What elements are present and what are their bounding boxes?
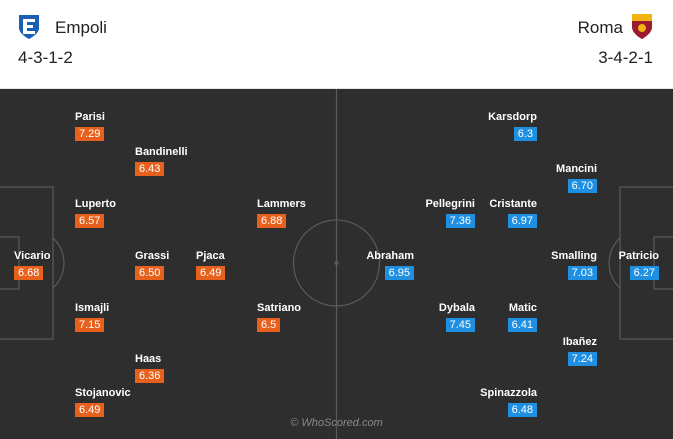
player-name: Vicario [14,250,51,262]
player-name: Patricio [618,250,659,262]
home-player[interactable]: Stojanovic 6.49 [75,386,145,420]
player-name: Spinazzola [480,387,537,399]
away-player[interactable]: Dybala 7.45 [415,301,475,335]
player-rating: 6.68 [14,266,44,280]
player-rating: 6.88 [257,214,287,228]
roma-crest-icon [632,14,652,39]
away-player[interactable]: Matic 6.41 [477,301,537,335]
match-header: Empoli 4-3-1-2 Roma 3-4-2-1 [0,0,673,89]
home-player[interactable]: Grassi 6.50 [135,249,195,283]
player-name: Haas [135,353,162,365]
player-name: Grassi [135,250,170,262]
player-name: Pellegrini [425,198,475,210]
player-rating: 6.97 [507,214,537,228]
player-rating: 7.24 [567,352,597,366]
player-rating: 6.48 [507,403,537,417]
player-name: Mancini [556,163,597,175]
player-rating: 6.70 [567,179,597,193]
player-name: Dybala [438,302,475,314]
home-player[interactable]: Haas 6.36 [135,352,195,386]
player-rating: 6.57 [75,214,105,228]
home-player[interactable]: Lammers 6.88 [257,197,317,231]
player-rating: 7.29 [75,127,105,141]
away-player[interactable]: Cristante 6.97 [477,197,537,231]
player-name: Stojanovic [75,387,131,399]
player-rating: 6.49 [196,266,226,280]
away-player[interactable]: Smalling 7.03 [537,249,597,283]
home-team-name[interactable]: Empoli [55,18,107,37]
home-player[interactable]: Luperto 6.57 [75,197,135,231]
player-rating: 6.95 [384,266,414,280]
away-player[interactable]: Ibañez 7.24 [537,335,597,369]
player-rating: 7.03 [567,266,597,280]
player-name: Pjaca [196,250,225,262]
player-rating: 6.50 [135,266,165,280]
away-player[interactable]: Abraham 6.95 [354,249,414,283]
player-rating: 6.43 [135,162,165,176]
player-name: Smalling [551,250,597,262]
player-name: Lammers [257,198,306,210]
away-player[interactable]: Karsdorp 6.3 [477,110,537,144]
away-formation: 3-4-2-1 [598,48,653,67]
player-rating: 6.41 [507,318,537,332]
player-name: Ibañez [562,336,597,348]
away-player[interactable]: Pellegrini 7.36 [415,197,475,231]
player-name: Ismajli [75,302,110,314]
player-name: Matic [508,302,537,314]
player-name: Karsdorp [488,111,537,123]
empoli-crest-icon [19,15,39,39]
away-team-name[interactable]: Roma [577,18,623,37]
player-rating: 6.27 [629,266,659,280]
player-rating: 7.45 [445,318,475,332]
away-player[interactable]: Mancini 6.70 [537,162,597,196]
home-player[interactable]: Vicario 6.68 [14,249,74,283]
home-player[interactable]: Pjaca 6.49 [196,249,256,283]
pitch: Vicario 6.68 Parisi 7.29 Luperto 6.57 Is… [0,89,673,439]
player-rating: 6.3 [513,127,537,141]
home-player[interactable]: Ismajli 7.15 [75,301,135,335]
player-name: Abraham [366,250,414,262]
away-player[interactable]: Spinazzola 6.48 [467,386,537,420]
player-rating: 7.36 [445,214,475,228]
player-rating: 6.49 [75,403,105,417]
player-name: Cristante [489,198,537,210]
player-name: Parisi [75,111,105,123]
home-player[interactable]: Parisi 7.29 [75,110,135,144]
pitch-markings [0,89,673,439]
player-name: Bandinelli [135,146,188,158]
player-rating: 6.36 [135,369,165,383]
player-rating: 6.5 [257,318,281,332]
watermark: © WhoScored.com [290,417,383,429]
player-name: Satriano [257,302,302,314]
home-formation: 4-3-1-2 [18,48,73,67]
player-name: Luperto [75,198,116,210]
player-rating: 7.15 [75,318,105,332]
home-player[interactable]: Satriano 6.5 [257,301,317,335]
home-player[interactable]: Bandinelli 6.43 [135,145,205,179]
away-player[interactable]: Patricio 6.27 [599,249,659,283]
